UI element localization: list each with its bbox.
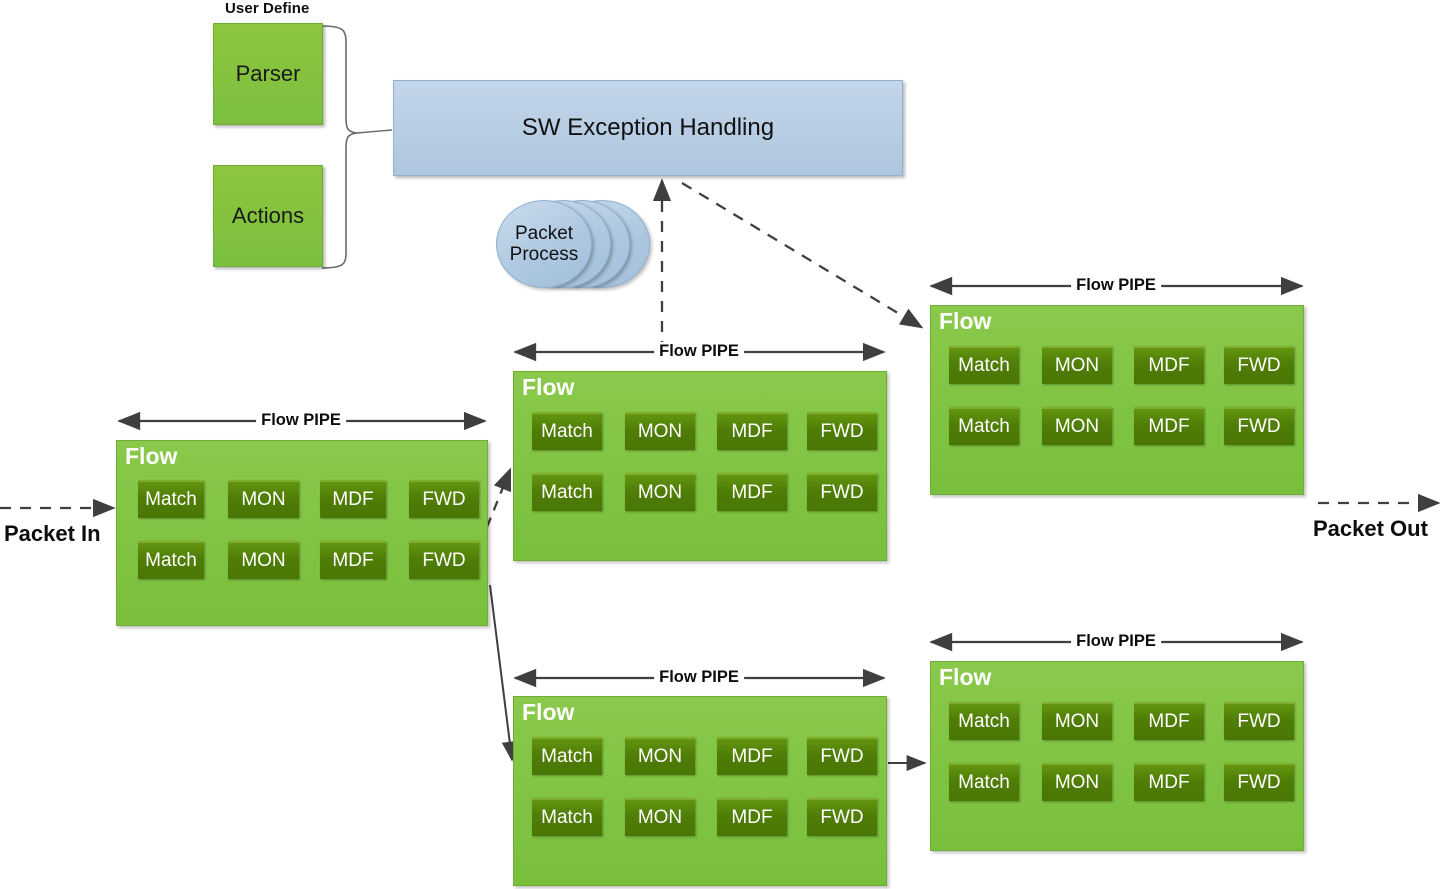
sw-exception-handling-label: SW Exception Handling bbox=[521, 114, 775, 141]
cell-match-r2-right-top[interactable]: Match bbox=[949, 407, 1019, 445]
packet-out-label: Packet Out bbox=[1313, 516, 1428, 541]
user-define-bracket bbox=[321, 25, 393, 269]
flow-title-right-top: Flow bbox=[939, 308, 992, 334]
cell-match-r2-center-bottom[interactable]: Match bbox=[532, 798, 602, 836]
cell-fwd-r1-center-top[interactable]: FWD bbox=[807, 412, 877, 450]
cell-mon-r1-right-bottom[interactable]: MON bbox=[1042, 702, 1112, 740]
left-to-center-top-arrow bbox=[485, 467, 512, 528]
cell-mdf-r1-right-bottom[interactable]: MDF bbox=[1134, 702, 1204, 740]
cell-mon-r2-center-top[interactable]: MON bbox=[625, 473, 695, 511]
cell-fwd-r2-center-top[interactable]: FWD bbox=[807, 473, 877, 511]
left-to-center-bottom-arrow bbox=[489, 584, 518, 762]
packet-process-circle-front: Packet Process bbox=[496, 200, 592, 288]
cell-mon-r1-center-top[interactable]: MON bbox=[625, 412, 695, 450]
cell-mon-r2-center-bottom[interactable]: MON bbox=[625, 798, 695, 836]
cell-mon-r2-left[interactable]: MON bbox=[228, 541, 299, 579]
cell-mdf-r2-left[interactable]: MDF bbox=[320, 541, 386, 579]
flow-title-center-bottom: Flow bbox=[522, 699, 575, 725]
packet-in-label: Packet In bbox=[4, 521, 101, 546]
exception-to-right-flow-arrow bbox=[681, 182, 924, 329]
pipe-label-left: Flow PIPE bbox=[256, 411, 346, 430]
cell-match-r2-left[interactable]: Match bbox=[138, 541, 204, 579]
cell-mon-r1-left[interactable]: MON bbox=[228, 480, 299, 518]
actions-box[interactable]: Actions bbox=[213, 165, 323, 267]
cell-mdf-r1-left[interactable]: MDF bbox=[320, 480, 386, 518]
user-define-label: User Define bbox=[225, 0, 310, 17]
parser-box[interactable]: Parser bbox=[213, 23, 323, 125]
flow-block-right-bottom[interactable]: Flow Match MON MDF FWD Match MON MDF FWD bbox=[930, 661, 1304, 851]
pipe-label-right-bottom: Flow PIPE bbox=[1071, 632, 1161, 651]
cell-mon-r2-right-bottom[interactable]: MON bbox=[1042, 763, 1112, 801]
cell-fwd-r2-right-bottom[interactable]: FWD bbox=[1224, 763, 1294, 801]
cell-mon-r1-center-bottom[interactable]: MON bbox=[625, 737, 695, 775]
cell-fwd-r1-left[interactable]: FWD bbox=[409, 480, 479, 518]
cell-mdf-r2-center-top[interactable]: MDF bbox=[717, 473, 787, 511]
cell-match-r1-left[interactable]: Match bbox=[138, 480, 204, 518]
cell-mdf-r1-center-bottom[interactable]: MDF bbox=[717, 737, 787, 775]
actions-label: Actions bbox=[231, 203, 305, 228]
cell-fwd-r1-right-bottom[interactable]: FWD bbox=[1224, 702, 1294, 740]
pipe-label-center-bottom: Flow PIPE bbox=[654, 668, 744, 687]
cell-mdf-r1-center-top[interactable]: MDF bbox=[717, 412, 787, 450]
flow-block-center-bottom[interactable]: Flow Match MON MDF FWD Match MON MDF FWD bbox=[513, 696, 887, 886]
cell-fwd-r1-right-top[interactable]: FWD bbox=[1224, 346, 1294, 384]
cell-mdf-r2-center-bottom[interactable]: MDF bbox=[717, 798, 787, 836]
cell-fwd-r2-right-top[interactable]: FWD bbox=[1224, 407, 1294, 445]
cell-mon-r2-right-top[interactable]: MON bbox=[1042, 407, 1112, 445]
cell-match-r1-center-top[interactable]: Match bbox=[532, 412, 602, 450]
flow-block-right-top[interactable]: Flow Match MON MDF FWD Match MON MDF FWD bbox=[930, 305, 1304, 495]
flow-block-left[interactable]: Flow Match MON MDF FWD Match MON MDF FWD bbox=[116, 440, 488, 626]
pipe-label-right-top: Flow PIPE bbox=[1071, 276, 1161, 295]
packet-process-line2: Process bbox=[509, 244, 579, 265]
cell-mon-r1-right-top[interactable]: MON bbox=[1042, 346, 1112, 384]
flow-block-center-top[interactable]: Flow Match MON MDF FWD Match MON MDF FWD bbox=[513, 371, 887, 561]
cell-mdf-r2-right-top[interactable]: MDF bbox=[1134, 407, 1204, 445]
cell-fwd-r2-center-bottom[interactable]: FWD bbox=[807, 798, 877, 836]
flow-title-left: Flow bbox=[125, 443, 178, 469]
cell-fwd-r1-center-bottom[interactable]: FWD bbox=[807, 737, 877, 775]
packet-process-line1: Packet bbox=[514, 222, 574, 244]
cell-mdf-r1-right-top[interactable]: MDF bbox=[1134, 346, 1204, 384]
cell-match-r1-center-bottom[interactable]: Match bbox=[532, 737, 602, 775]
cell-mdf-r2-right-bottom[interactable]: MDF bbox=[1134, 763, 1204, 801]
cell-match-r2-right-bottom[interactable]: Match bbox=[949, 763, 1019, 801]
parser-label: Parser bbox=[235, 61, 301, 86]
cell-fwd-r2-left[interactable]: FWD bbox=[409, 541, 479, 579]
cell-match-r2-center-top[interactable]: Match bbox=[532, 473, 602, 511]
cell-match-r1-right-top[interactable]: Match bbox=[949, 346, 1019, 384]
cell-match-r1-right-bottom[interactable]: Match bbox=[949, 702, 1019, 740]
flow-title-center-top: Flow bbox=[522, 374, 575, 400]
pipe-label-center-top: Flow PIPE bbox=[654, 342, 744, 361]
packet-process-stack[interactable]: Packet Process bbox=[496, 196, 652, 288]
sw-exception-handling-box[interactable]: SW Exception Handling bbox=[393, 80, 903, 176]
flow-title-right-bottom: Flow bbox=[939, 664, 992, 690]
